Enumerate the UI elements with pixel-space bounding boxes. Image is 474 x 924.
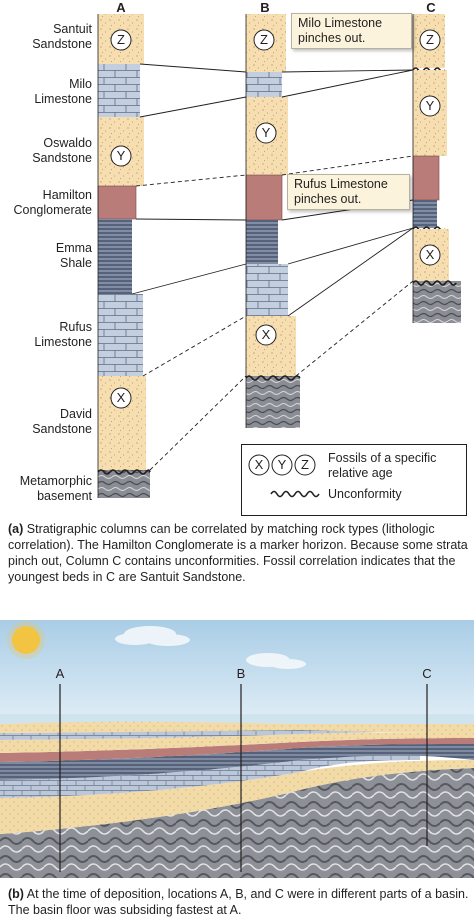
column-a-emma-shale — [98, 219, 132, 294]
rufus-limestone-label: Rufus Limestone — [34, 320, 92, 349]
location-c-label: C — [422, 666, 432, 681]
column-a-rufus-limestone — [98, 294, 143, 376]
legend-fossil-x: X — [254, 457, 264, 472]
column-c-metamorphic-basement — [413, 281, 461, 323]
emma-shale-layer — [0, 744, 474, 780]
fossil-x-icon — [110, 387, 132, 409]
metamorphic-basement-label: Metamorphic basement — [19, 474, 92, 503]
column-a-hamilton-conglomerate — [97, 185, 137, 220]
caption-a-text: Stratigraphic columns can be correlated … — [8, 522, 468, 584]
fossil-y-icon — [255, 122, 277, 144]
basement-rock — [0, 768, 474, 878]
emma-shale-label: Emma Shale — [55, 241, 92, 270]
legend-fossil-z: Z — [301, 457, 309, 472]
column-b-label: B — [260, 0, 270, 15]
column-a-label: A — [116, 0, 126, 15]
fossil-z-icon — [253, 29, 275, 51]
legend-fossil-y: Y — [277, 457, 287, 472]
fossil-y-icon — [419, 95, 441, 117]
column-c-hamilton-conglomerate — [412, 155, 440, 201]
fossil-letter: Y — [116, 148, 126, 163]
caption-b-tag: (b) — [8, 887, 24, 901]
column-b-rufus-limestone — [246, 264, 288, 316]
oswaldo-sandstone-layer — [0, 732, 474, 753]
column-b-david-sandstone — [246, 316, 296, 376]
hamilton-conglomerate-layer — [0, 738, 474, 762]
column-b-milo-limestone — [246, 72, 282, 97]
column-c — [412, 14, 461, 323]
fossil-letter: X — [261, 327, 271, 342]
fossil-z-icon — [110, 29, 132, 51]
basin-cross-section — [0, 620, 474, 878]
milo-limestone-label: Milo Limestone — [34, 77, 92, 106]
column-c-label: C — [426, 0, 436, 15]
legend-fossil-icons — [248, 454, 316, 476]
column-b-metamorphic-basement — [246, 376, 300, 428]
column-a-milo-limestone — [98, 64, 140, 117]
column-b-hamilton-conglomerate — [245, 174, 283, 221]
column-a — [97, 14, 151, 498]
column-b-emma-shale — [246, 220, 278, 264]
david-sandstone-layer — [0, 760, 474, 834]
fossil-letter: Z — [260, 32, 268, 47]
cloud-icon — [115, 626, 190, 646]
sun-icon — [12, 626, 40, 654]
santuit-sandstone-layer — [0, 721, 474, 733]
santuit-sandstone-label: Santuit Sandstone — [32, 22, 92, 51]
oswaldo-sandstone-label: Oswaldo Sandstone — [32, 136, 92, 165]
milo-limestone-layer — [0, 730, 380, 740]
rufus-limestone-layer — [0, 754, 420, 798]
fossil-markers — [110, 29, 441, 409]
fossil-letter: Z — [426, 32, 434, 47]
location-b-label: B — [236, 666, 246, 681]
sky — [0, 620, 474, 714]
unconformity-icon — [270, 490, 320, 498]
fossil-letter: X — [116, 390, 126, 405]
rufus-pinch-out-callout: Rufus Limestone pinches out. — [287, 174, 410, 210]
fossil-x-icon — [255, 324, 277, 346]
column-b-unconformity — [245, 375, 301, 381]
milo-pinch-out-callout: Milo Limestone pinches out. — [291, 13, 412, 49]
fossil-letter: Y — [425, 98, 435, 113]
column-a-unconformity — [97, 469, 151, 475]
caption-a: (a) Stratigraphic columns can be correla… — [8, 521, 470, 585]
cloud-icon — [246, 653, 306, 669]
fossil-y-icon — [110, 145, 132, 167]
fossil-letter: Y — [261, 125, 271, 140]
stratigraphic-columns-diagram — [97, 14, 461, 498]
legend: X Y Z Fossils of a specific relative age… — [241, 444, 467, 516]
caption-b: (b) At the time of deposition, locations… — [8, 886, 470, 918]
legend-unconformity-text: Unconformity — [328, 487, 402, 501]
david-sandstone-label: David Sandstone — [32, 407, 92, 436]
caption-b-text: At the time of deposition, locations A, … — [8, 887, 469, 917]
caption-a-tag: (a) — [8, 522, 24, 536]
column-b — [245, 14, 301, 428]
fossil-letter: X — [425, 247, 435, 262]
column-c-emma-shale — [413, 200, 437, 228]
legend-fossils-text: Fossils of a specific relative age — [328, 451, 437, 480]
fossil-letter: Z — [117, 32, 125, 47]
location-a-label: A — [55, 666, 65, 681]
hamilton-conglomerate-label: Hamilton Conglomerate — [13, 188, 92, 217]
fossil-z-icon — [419, 29, 441, 51]
fossil-x-icon — [419, 244, 441, 266]
